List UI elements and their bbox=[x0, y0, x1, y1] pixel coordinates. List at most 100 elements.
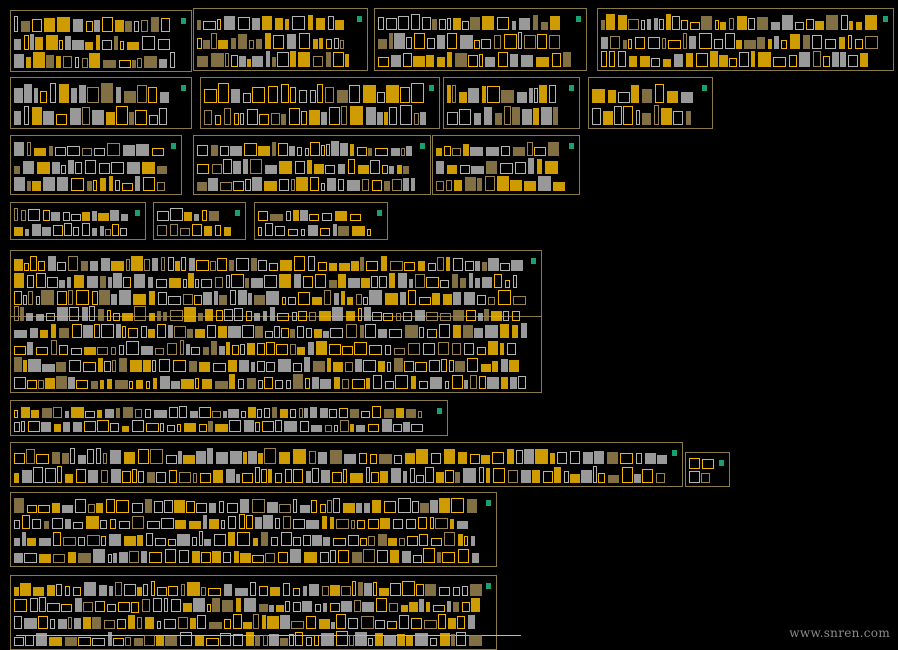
group-label-marker bbox=[357, 16, 362, 22]
cad-block-symbol bbox=[252, 87, 265, 103]
cad-block-symbol bbox=[89, 53, 100, 68]
cad-block-symbol bbox=[209, 518, 219, 530]
cad-block-symbol bbox=[157, 310, 161, 322]
cad-block-symbol bbox=[311, 424, 322, 432]
cad-block-symbol bbox=[471, 598, 480, 613]
cad-block-symbol bbox=[661, 107, 672, 125]
cad-block-symbol bbox=[751, 51, 755, 67]
cad-block-symbol bbox=[124, 90, 136, 103]
cad-block-symbol bbox=[479, 376, 486, 389]
cad-block-symbol bbox=[20, 583, 31, 596]
cad-block-symbol bbox=[24, 84, 32, 103]
cad-block-symbol bbox=[757, 37, 765, 49]
cad-block-symbol bbox=[199, 406, 211, 418]
cad-block-symbol bbox=[247, 378, 256, 389]
cad-block-symbol bbox=[71, 177, 84, 191]
cad-block-symbol bbox=[211, 32, 217, 49]
group-label-marker bbox=[420, 143, 425, 149]
cad-block-symbol bbox=[65, 519, 71, 530]
cad-block-symbol bbox=[101, 535, 106, 547]
cad-block-symbol bbox=[538, 176, 551, 191]
cad-block-symbol bbox=[385, 344, 391, 356]
cad-block-symbol bbox=[68, 290, 73, 305]
cad-block-symbol bbox=[202, 379, 212, 389]
cad-block-symbol bbox=[358, 164, 369, 174]
cad-block-symbol bbox=[47, 276, 58, 288]
cad-block-symbol bbox=[500, 342, 504, 356]
cad-block-symbol bbox=[474, 113, 481, 125]
cad-block-symbol bbox=[339, 408, 348, 418]
cad-block-symbol bbox=[529, 88, 533, 103]
cad-block-symbol bbox=[333, 538, 346, 547]
cad-block-symbol bbox=[460, 277, 466, 288]
cad-block-symbol bbox=[340, 419, 349, 432]
cad-block-symbol bbox=[83, 616, 91, 630]
cad-block-symbol bbox=[457, 616, 465, 630]
cad-block-symbol bbox=[771, 22, 780, 31]
cad-block-symbol bbox=[320, 503, 326, 513]
cad-block-symbol bbox=[216, 451, 228, 465]
cad-block-symbol bbox=[98, 308, 104, 322]
cad-block-symbol bbox=[249, 40, 254, 49]
cad-block-symbol bbox=[27, 380, 37, 389]
cad-block-symbol bbox=[739, 51, 749, 67]
cad-block-symbol bbox=[285, 600, 290, 613]
cad-block-symbol bbox=[799, 51, 810, 67]
cad-block-symbol bbox=[14, 553, 23, 563]
cad-block-symbol bbox=[414, 33, 425, 49]
cad-block-symbol bbox=[825, 38, 836, 49]
cad-block-symbol bbox=[134, 273, 145, 288]
cad-block-symbol bbox=[297, 147, 302, 157]
cad-block-symbol bbox=[381, 256, 387, 271]
cad-block-symbol bbox=[464, 342, 474, 356]
cad-block-symbol bbox=[93, 549, 105, 563]
cad-block-symbol bbox=[153, 597, 162, 613]
cad-block-symbol bbox=[53, 407, 62, 418]
cad-block-symbol bbox=[180, 340, 184, 356]
cad-block-symbol bbox=[350, 408, 359, 418]
cad-block-symbol bbox=[267, 502, 278, 513]
cad-block-symbol bbox=[246, 311, 252, 322]
cad-block-symbol bbox=[628, 19, 639, 31]
cad-block-symbol bbox=[592, 108, 601, 125]
cad-block-symbol bbox=[14, 345, 26, 356]
cad-block-symbol bbox=[119, 344, 124, 356]
cad-block-symbol bbox=[379, 276, 387, 288]
cad-block-symbol bbox=[444, 449, 455, 465]
cad-block-symbol bbox=[40, 91, 47, 103]
cad-block-symbol bbox=[145, 617, 154, 630]
cad-block-symbol bbox=[389, 328, 402, 339]
cad-block-symbol bbox=[659, 18, 664, 31]
cad-block-symbol bbox=[470, 584, 482, 596]
cad-block-symbol bbox=[246, 514, 253, 530]
cad-block-symbol bbox=[641, 19, 645, 31]
cad-block-symbol bbox=[216, 309, 223, 322]
cad-block-symbol bbox=[27, 504, 37, 513]
cad-block-symbol bbox=[474, 40, 480, 49]
cad-block-symbol bbox=[152, 258, 158, 271]
cad-block-symbol bbox=[839, 37, 845, 49]
cad-block-symbol bbox=[244, 419, 254, 432]
cad-block-symbol bbox=[215, 423, 228, 432]
cad-block-symbol bbox=[109, 533, 121, 547]
cad-block-symbol bbox=[367, 228, 371, 236]
cad-block-symbol bbox=[44, 18, 55, 32]
cad-block-symbol bbox=[856, 22, 862, 31]
cad-block-symbol bbox=[467, 498, 477, 513]
cad-block-symbol bbox=[608, 89, 616, 103]
cad-block-symbol bbox=[401, 147, 405, 157]
cad-block-symbol bbox=[272, 142, 276, 157]
cad-block-symbol bbox=[554, 467, 561, 483]
cad-block-symbol bbox=[59, 328, 69, 339]
cad-block-symbol bbox=[246, 631, 254, 646]
cad-block-symbol bbox=[372, 405, 381, 418]
cad-block-symbol bbox=[168, 296, 181, 305]
cad-block-symbol bbox=[187, 329, 193, 339]
cad-block-symbol bbox=[325, 424, 332, 432]
cad-block-symbol bbox=[320, 228, 330, 236]
cad-block-symbol bbox=[387, 621, 397, 630]
cad-block-symbol bbox=[452, 343, 461, 356]
cad-block-symbol bbox=[348, 278, 360, 288]
cad-block-symbol bbox=[153, 378, 157, 389]
cad-block-symbol bbox=[226, 468, 235, 483]
